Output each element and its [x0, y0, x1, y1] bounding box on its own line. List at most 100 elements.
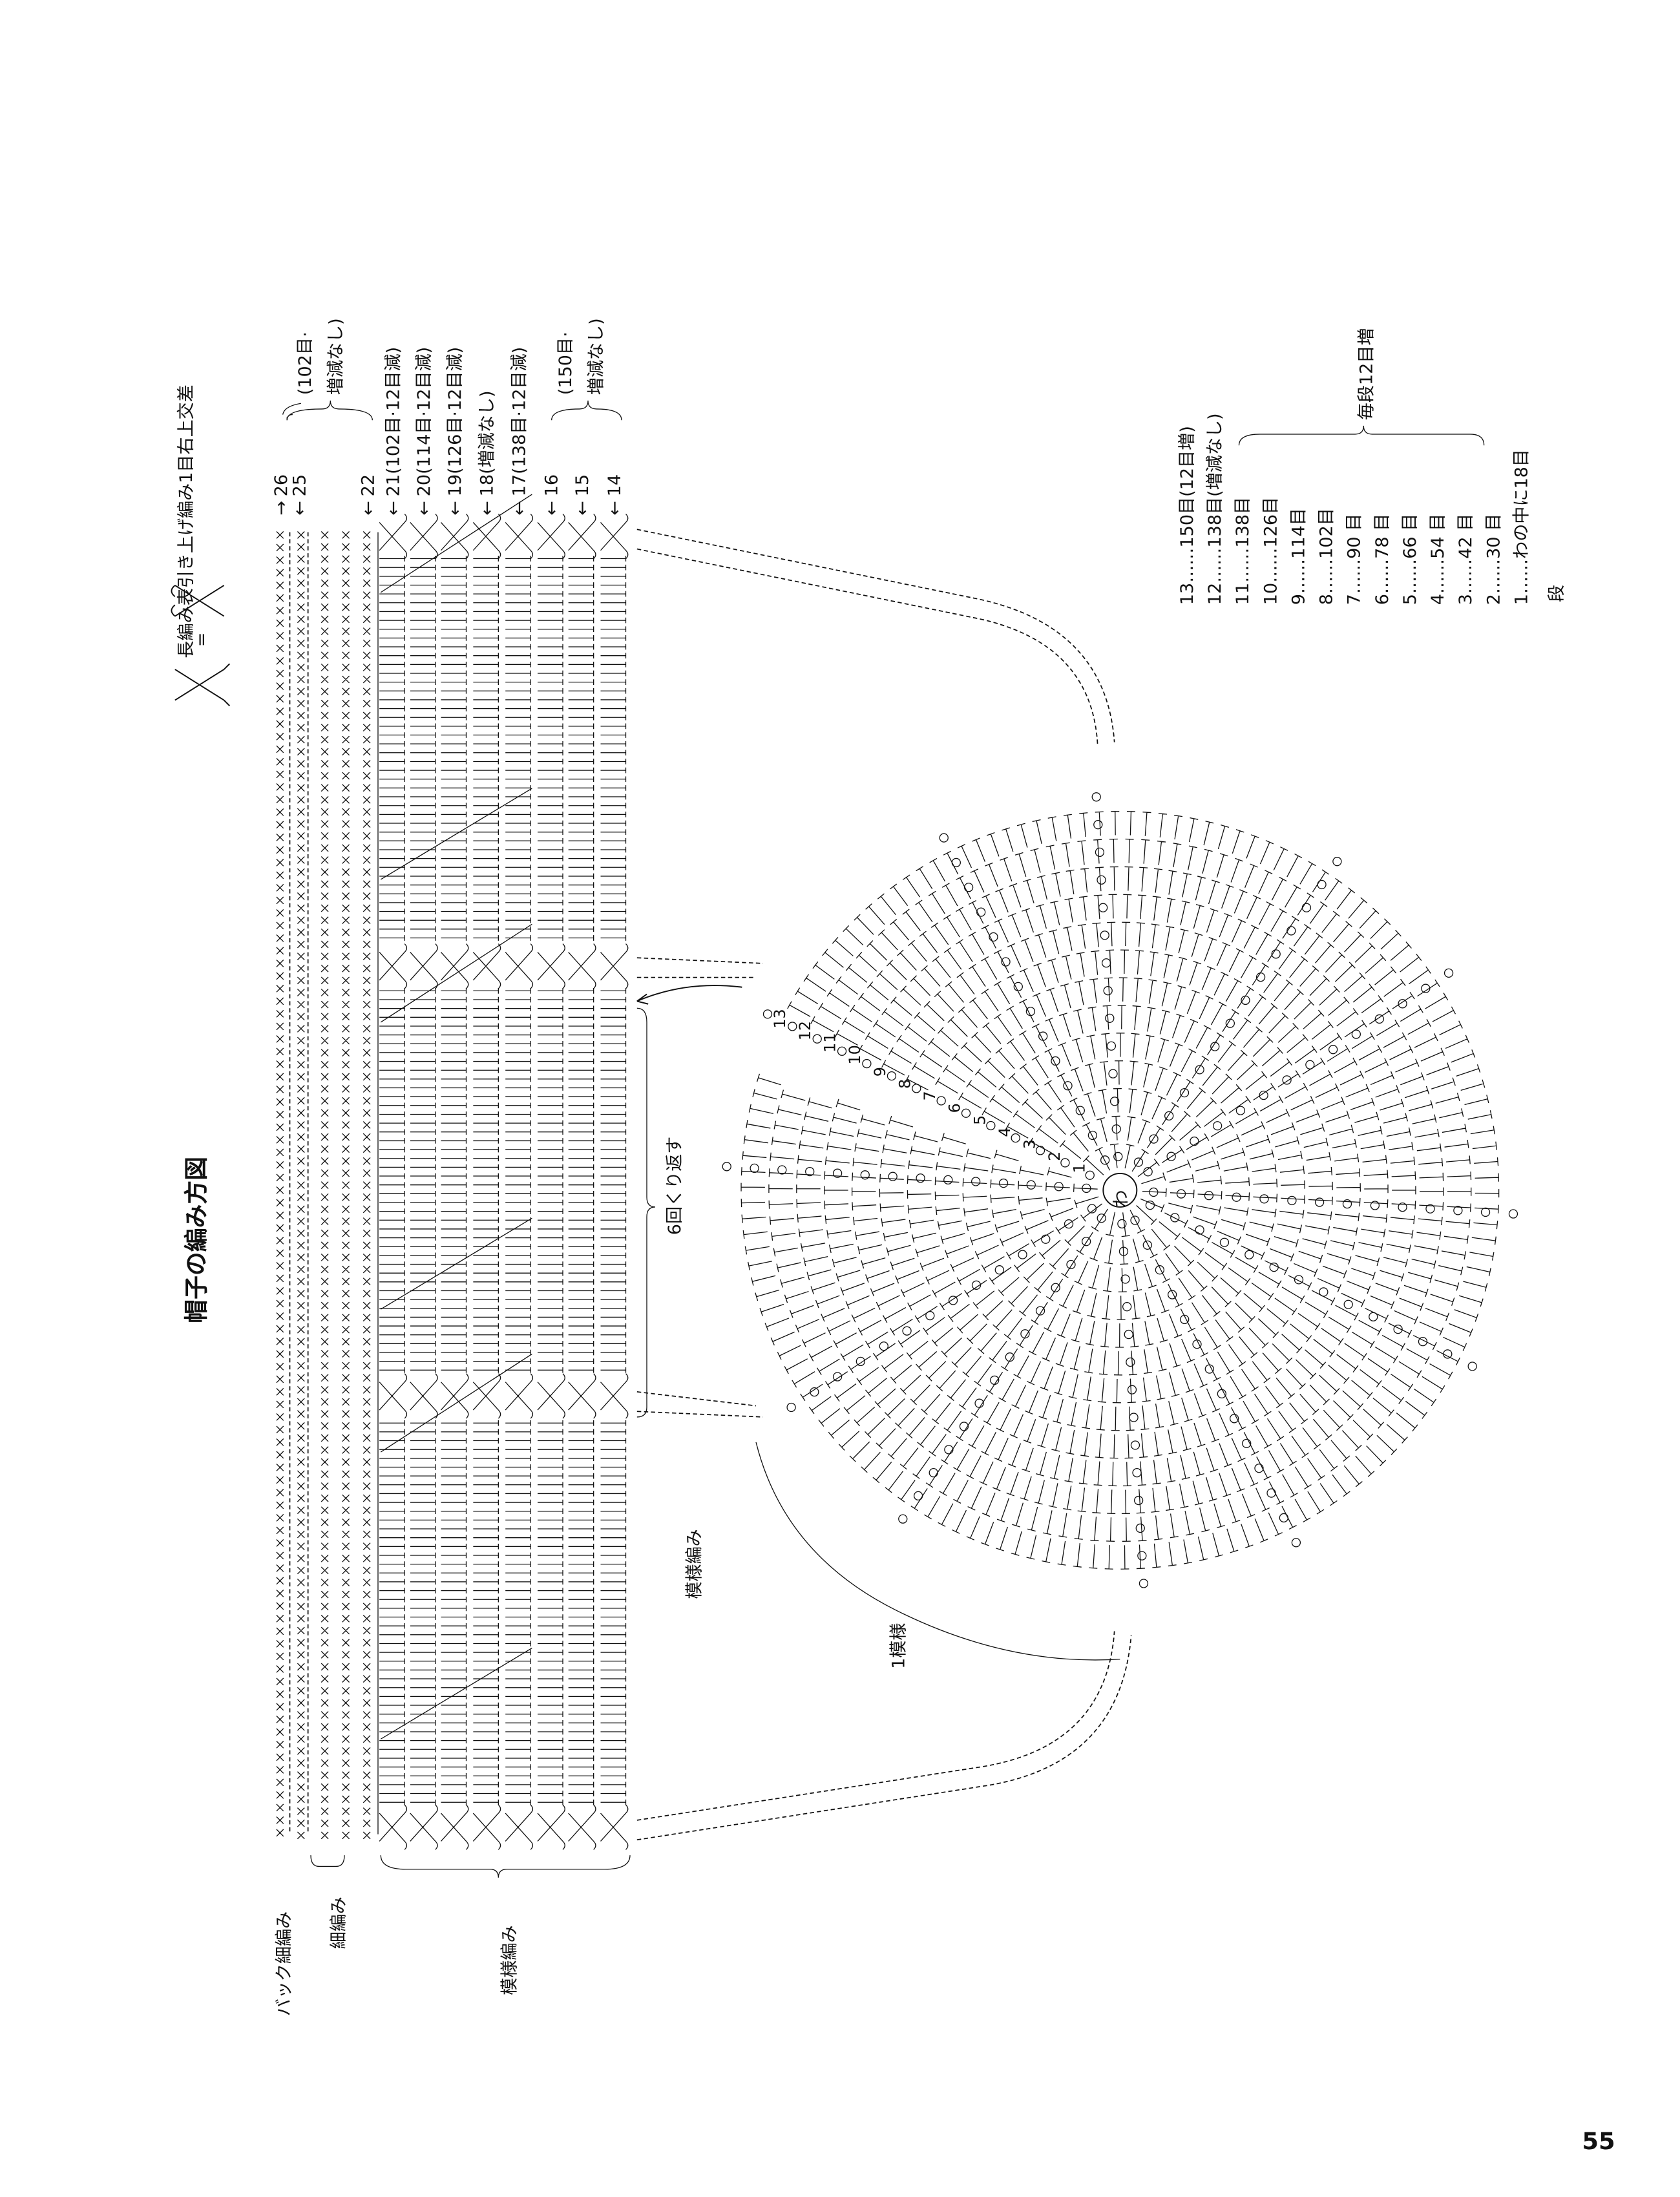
- round-number: 2: [1045, 1151, 1064, 1161]
- round-number: 5: [971, 1115, 989, 1125]
- cable-stitch-symbol-icon: [171, 585, 231, 706]
- cable-spoke: [1143, 968, 1454, 1177]
- round-number: 4: [996, 1127, 1014, 1137]
- round-number: 9: [871, 1067, 889, 1077]
- leader-dots: ……: [1456, 559, 1476, 594]
- symbol-legend: = 長編み表引き上げ編み1目右上交差: [171, 384, 231, 706]
- cable-spoke: [1149, 1187, 1518, 1219]
- stitch-count-list: 13……150目(12目増)12……138目(増減なし)11……138目10………: [1177, 413, 1531, 605]
- cable-crossing-stitch: [537, 943, 565, 989]
- decrease-line: [380, 494, 532, 593]
- leader-dots: ……: [1205, 548, 1225, 583]
- pattern-brace: [380, 1855, 631, 1878]
- cable-crossing-stitch: [505, 943, 534, 989]
- cable-crossing-stitch: [600, 513, 629, 560]
- pattern-label: 模様編み: [684, 1529, 704, 1599]
- row-arrow-icon: ←: [414, 501, 434, 516]
- cable-spoke: [939, 833, 1110, 1165]
- cable-crossing-stitch: [505, 1373, 534, 1419]
- stitch-count-row: 10……126目: [1261, 497, 1281, 605]
- row-arrow-icon: ←: [541, 501, 562, 516]
- cable-crossing-stitch: [568, 943, 596, 989]
- crown-round: [824, 894, 1416, 1487]
- row-labels: →26←25←22←21(102目·12目減)←20(114目·12目減)←19…: [271, 347, 625, 516]
- cable-crossing-stitch: [379, 1373, 408, 1419]
- double-crochet-row: [410, 556, 436, 1805]
- stitch-count-row: 11……138目: [1233, 497, 1253, 605]
- stitch-count-note: (増減なし): [1205, 413, 1225, 496]
- crown-round: [879, 949, 1361, 1431]
- stitch-count: わの中に18目: [1511, 449, 1531, 559]
- stitch-count-brace: [1238, 425, 1485, 446]
- cable-spoke: [722, 1162, 1091, 1193]
- leader-dots: ……: [1400, 559, 1420, 594]
- double-crochet-row: [379, 556, 405, 1805]
- cable-crossing-stitch: [441, 943, 469, 989]
- row-number: 16: [541, 474, 562, 496]
- crown-round: [1045, 1115, 1195, 1265]
- stitch-count-note: (12目増): [1177, 426, 1197, 497]
- decrease-line: [380, 1217, 532, 1310]
- stitch-count: 90 目: [1345, 514, 1365, 559]
- decrease-line: [380, 1647, 532, 1740]
- row-number: 26: [271, 474, 291, 496]
- cable-crossing-stitch: [441, 1804, 469, 1850]
- cable-spoke: [762, 1009, 1095, 1180]
- leader-dots: ……: [1317, 559, 1337, 594]
- cable-crossing-stitch: [410, 513, 438, 560]
- row-arrow-icon: ←: [384, 501, 404, 516]
- stitch-count: 102目: [1317, 508, 1337, 559]
- stitch-count-footer: 段: [1547, 585, 1567, 602]
- row-label: ←14: [605, 474, 625, 516]
- stitch-count-group-note: 毎段12目増: [1356, 328, 1376, 420]
- stitch-count-row: 2……30 目: [1484, 514, 1504, 605]
- row-label: ←20(114目·12目減): [414, 347, 434, 516]
- stitch-count-row: 4……54 目: [1428, 514, 1448, 605]
- stitch-count: 150目: [1177, 497, 1197, 548]
- stitch-count-row: 7……90 目: [1345, 514, 1365, 605]
- row-label: ←18(増減なし): [478, 390, 498, 515]
- round-number: 11: [821, 1033, 839, 1053]
- round-number: 12: [796, 1021, 814, 1040]
- row-arrow-icon: ←: [289, 501, 310, 516]
- double-crochet-row: [538, 556, 563, 1805]
- rows-14-16-brace: [551, 400, 622, 421]
- round-label: 5: [1400, 594, 1420, 605]
- single-crochet-row: [297, 531, 305, 1840]
- row-label: ← 16: [541, 474, 562, 516]
- round-number: 1: [1071, 1163, 1089, 1173]
- cable-crossing-stitch: [537, 1373, 565, 1419]
- label-back-single-crochet: バック細編み: [275, 1911, 295, 2016]
- row-note: (126目·12目減): [445, 347, 465, 474]
- row-number: 15: [572, 474, 593, 496]
- crown-round: [851, 921, 1389, 1459]
- cable-crossing-stitch: [537, 513, 565, 560]
- crown-round: [962, 1033, 1278, 1348]
- side-band-chart: [276, 494, 629, 1850]
- cable-crossing-stitch: [568, 513, 596, 560]
- cable-crossing-stitch: [568, 1804, 596, 1850]
- leader-dots: ……: [1428, 559, 1448, 594]
- leader-dots: ……: [1511, 559, 1531, 594]
- cable-crossing-stitch: [472, 943, 501, 989]
- cable-crossing-stitch: [505, 513, 534, 560]
- round-label: 8: [1317, 594, 1337, 605]
- double-crochet-row: [473, 556, 499, 1805]
- cable-crossing-stitch: [472, 1373, 501, 1419]
- row-label: ←15: [572, 474, 593, 516]
- round-number: 10: [846, 1045, 864, 1064]
- row-note: (138目·12目減): [510, 347, 530, 474]
- round-label: 12: [1205, 583, 1225, 605]
- stitch-count-row: 3……42 目: [1456, 514, 1476, 605]
- row-note: (114目·12目減): [414, 347, 434, 474]
- decrease-line: [380, 1353, 532, 1453]
- decrease-line: [380, 923, 532, 1023]
- group-note-line2: 増減なし): [587, 318, 607, 395]
- stitch-count: 78 目: [1372, 514, 1392, 559]
- single-crochet-row: [342, 531, 350, 1840]
- cable-spoke: [1133, 857, 1342, 1167]
- cable-crossing-stitch: [600, 943, 629, 989]
- leader-dots: ……: [1233, 548, 1253, 583]
- crown-round: [907, 977, 1333, 1403]
